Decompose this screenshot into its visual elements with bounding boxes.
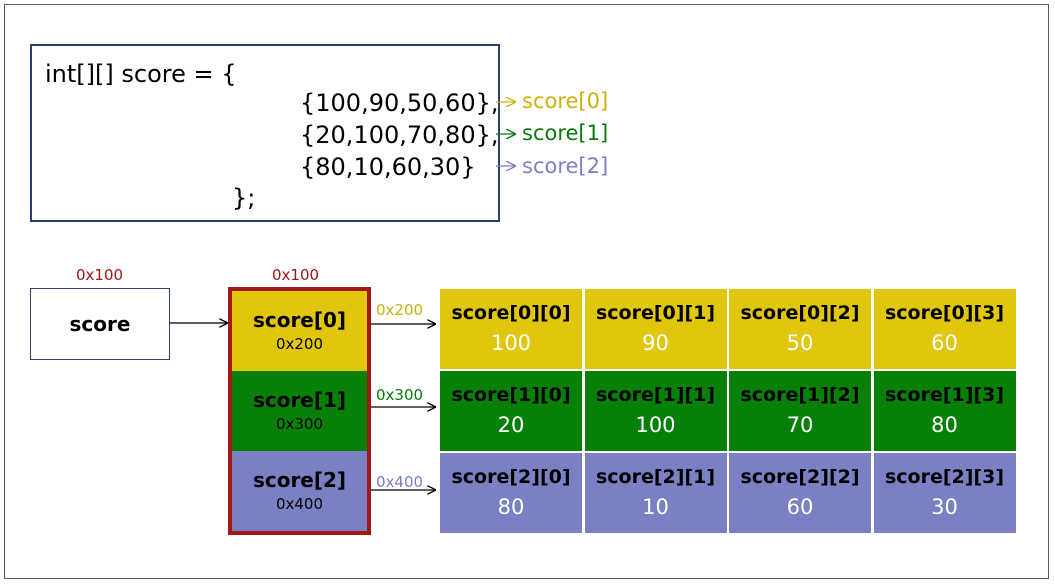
grid-cell-header: score[0][3] bbox=[884, 301, 1005, 324]
grid-cell: score[1][0] 20 bbox=[440, 371, 582, 451]
grid-cell: score[2][0] 80 bbox=[440, 453, 582, 533]
grid-cell-header: score[2][3] bbox=[884, 465, 1005, 488]
pointer-cell-0: score[0] 0x200 bbox=[232, 291, 367, 371]
score-variable-box: score bbox=[30, 288, 170, 360]
pointer-cell-name: score[1] bbox=[252, 388, 347, 412]
row-label-1: score[1] bbox=[522, 121, 609, 145]
grid-cell-header: score[0][1] bbox=[595, 301, 716, 324]
code-line-declaration: int[][] score = { bbox=[45, 60, 237, 88]
pointer-array-address: 0x100 bbox=[272, 266, 320, 284]
grid-cell: score[0][2] 50 bbox=[729, 289, 871, 369]
code-box bbox=[30, 44, 500, 222]
pointer-cell-value: 0x200 bbox=[275, 335, 324, 353]
grid-cell: score[1][1] 100 bbox=[584, 371, 727, 451]
grid-cell: score[2][1] 10 bbox=[584, 453, 727, 533]
grid-cell: score[2][3] 30 bbox=[873, 453, 1016, 533]
grid-cell-value: 20 bbox=[497, 413, 525, 438]
score-variable-label: score bbox=[69, 312, 131, 336]
grid-cell-header: score[1][0] bbox=[451, 383, 571, 406]
grid-cell-header: score[1][2] bbox=[740, 383, 860, 406]
grid-cell-value: 90 bbox=[642, 331, 669, 356]
row-label-0: score[0] bbox=[522, 89, 609, 113]
grid-cell-value: 70 bbox=[786, 413, 814, 438]
grid-cell: score[1][3] 80 bbox=[873, 371, 1016, 451]
code-line-row1: {20,100,70,80}, bbox=[300, 121, 499, 149]
row-address-2: 0x400 bbox=[376, 473, 424, 491]
grid-cell-header: score[2][0] bbox=[451, 465, 571, 488]
pointer-array: score[0] 0x200 score[1] 0x300 score[2] 0… bbox=[228, 287, 371, 535]
grid-cell: score[0][0] 100 bbox=[440, 289, 582, 369]
score-var-address: 0x100 bbox=[76, 266, 124, 284]
grid-cell: score[0][1] 90 bbox=[584, 289, 727, 369]
code-line-row2: {80,10,60,30} bbox=[300, 153, 476, 181]
slide-frame bbox=[4, 4, 1049, 579]
grid-cell-value: 100 bbox=[490, 331, 532, 356]
grid-cell-value: 30 bbox=[931, 495, 958, 520]
grid-cell-header: score[0][2] bbox=[740, 301, 860, 324]
grid-cell-value: 60 bbox=[931, 331, 958, 356]
grid-cell-header: score[1][1] bbox=[595, 383, 716, 406]
grid-cell: score[0][3] 60 bbox=[873, 289, 1016, 369]
pointer-cell-1: score[1] 0x300 bbox=[232, 371, 367, 451]
pointer-cell-value: 0x300 bbox=[275, 415, 324, 433]
grid-cell: score[2][2] 60 bbox=[729, 453, 871, 533]
grid-cell-header: score[2][1] bbox=[595, 465, 716, 488]
code-line-close: }; bbox=[232, 184, 256, 212]
pointer-cell-name: score[0] bbox=[252, 308, 347, 332]
row-address-0: 0x200 bbox=[376, 301, 424, 319]
code-line-row0: {100,90,50,60}, bbox=[300, 89, 499, 117]
pointer-cell-2: score[2] 0x400 bbox=[232, 451, 367, 531]
grid-cell-value: 60 bbox=[786, 495, 814, 520]
grid-cell-value: 10 bbox=[642, 495, 669, 520]
grid-cell-value: 80 bbox=[497, 495, 525, 520]
pointer-cell-name: score[2] bbox=[252, 468, 347, 492]
pointer-cell-value: 0x400 bbox=[275, 495, 324, 513]
row-label-2: score[2] bbox=[522, 154, 609, 178]
grid-cell: score[1][2] 70 bbox=[729, 371, 871, 451]
row-address-1: 0x300 bbox=[376, 386, 424, 404]
grid-cell-value: 100 bbox=[635, 413, 676, 438]
grid-cell-header: score[1][3] bbox=[884, 383, 1005, 406]
grid-cell-header: score[2][2] bbox=[740, 465, 860, 488]
grid-cell-value: 50 bbox=[786, 331, 814, 356]
grid-cell-value: 80 bbox=[931, 413, 958, 438]
grid-cell-header: score[0][0] bbox=[451, 301, 571, 324]
